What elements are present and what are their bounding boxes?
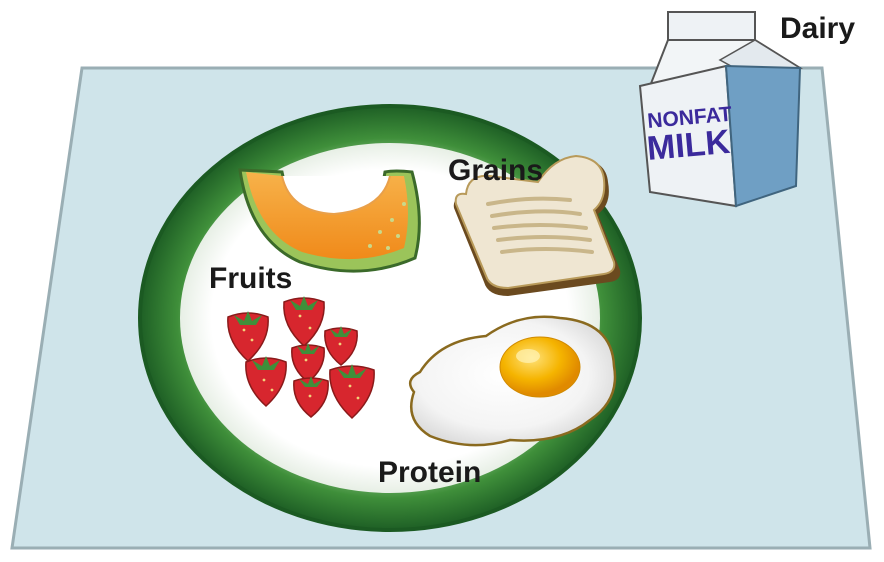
protein-label: Protein: [378, 458, 481, 488]
milk-carton-icon: NONFAT MILK: [640, 12, 800, 206]
fruits-label: Fruits: [209, 264, 292, 294]
dairy-label: Dairy: [780, 14, 855, 44]
grains-label: Grains: [448, 156, 543, 186]
carton-line2: MILK: [645, 123, 732, 168]
